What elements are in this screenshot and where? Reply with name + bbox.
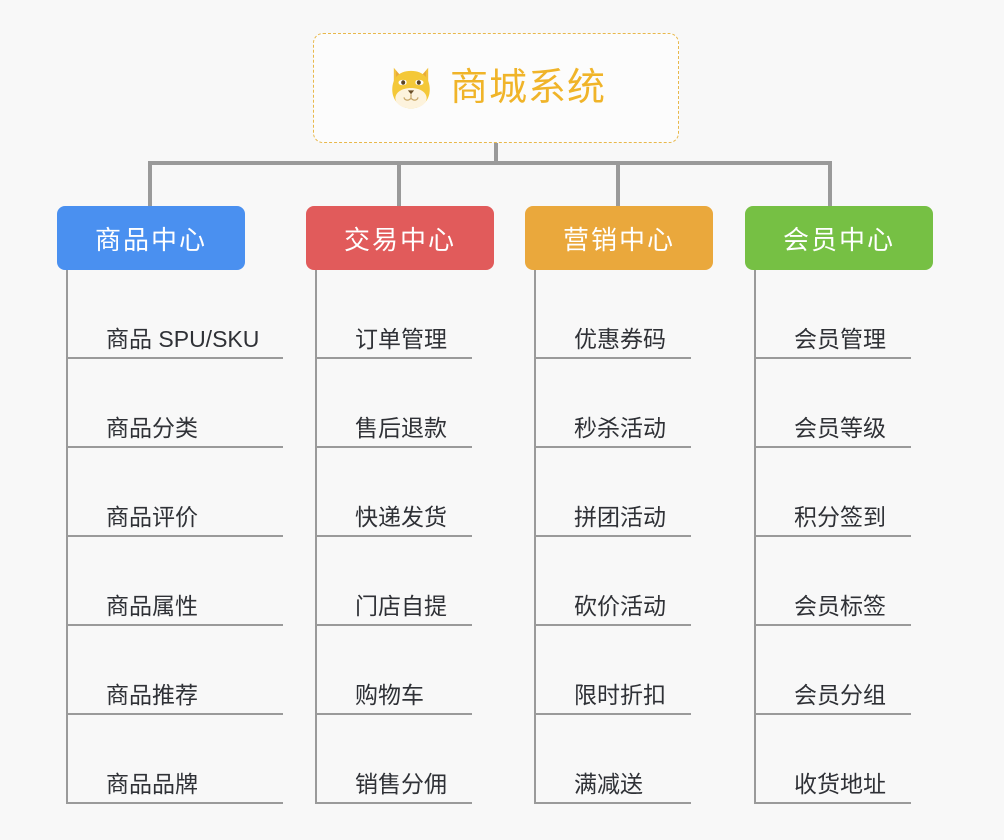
- branch-body-1: 订单管理 售后退款 快递发货 门店自提 购物车 销售分佣: [315, 270, 494, 804]
- leaf-underline: [68, 802, 283, 804]
- leaf-underline: [756, 357, 911, 359]
- leaf-underline: [756, 446, 911, 448]
- leaf-label: 商品评价: [106, 503, 198, 530]
- leaf-item[interactable]: 满减送: [536, 715, 713, 804]
- leaf-item[interactable]: 优惠券码: [536, 270, 713, 359]
- leaf-label: 满减送: [574, 770, 643, 797]
- leaf-item[interactable]: 商品评价: [68, 448, 283, 537]
- branch-header-label: 商品中心: [94, 224, 207, 255]
- leaf-item[interactable]: 限时折扣: [536, 626, 713, 715]
- leaf-label: 砍价活动: [574, 592, 666, 619]
- branch-header-label: 交易中心: [343, 224, 456, 255]
- leaf-item[interactable]: 会员分组: [756, 626, 933, 715]
- connector-drop-3: [828, 161, 832, 206]
- leaf-underline: [756, 535, 911, 537]
- leaf-label: 商品品牌: [106, 770, 198, 797]
- leaf-label: 会员等级: [794, 414, 886, 441]
- leaf-underline: [317, 802, 472, 804]
- branch-header-1[interactable]: 交易中心: [306, 206, 494, 270]
- leaf-item[interactable]: 商品属性: [68, 537, 283, 626]
- connector-drop-2: [616, 161, 620, 206]
- leaf-label: 拼团活动: [574, 503, 666, 530]
- leaf-underline: [68, 535, 283, 537]
- branch-header-label: 会员中心: [782, 224, 895, 255]
- leaf-label: 限时折扣: [574, 681, 666, 708]
- branch-column-1: 交易中心 订单管理 售后退款 快递发货 门店自提 购物车: [306, 206, 494, 804]
- branch-header-3[interactable]: 会员中心: [745, 206, 933, 270]
- leaf-underline: [317, 624, 472, 626]
- leaf-label: 销售分佣: [355, 770, 447, 797]
- leaf-item[interactable]: 快递发货: [317, 448, 494, 537]
- leaf-underline: [68, 357, 283, 359]
- leaf-item[interactable]: 会员标签: [756, 537, 933, 626]
- leaf-underline: [68, 713, 283, 715]
- branch-column-3: 会员中心 会员管理 会员等级 积分签到 会员标签 会员分组: [745, 206, 933, 804]
- leaf-item[interactable]: 订单管理: [317, 270, 494, 359]
- connector-drop-1: [397, 161, 401, 206]
- leaf-item[interactable]: 商品分类: [68, 359, 283, 448]
- branch-header-label: 营销中心: [562, 224, 675, 255]
- leaf-underline: [756, 802, 911, 804]
- root-title: 商城系统: [449, 67, 606, 109]
- leaf-underline: [536, 535, 691, 537]
- leaf-item[interactable]: 售后退款: [317, 359, 494, 448]
- leaf-label: 会员管理: [794, 325, 886, 352]
- branch-column-2: 营销中心 优惠券码 秒杀活动 拼团活动 砍价活动 限时折扣: [525, 206, 713, 804]
- leaf-underline: [317, 535, 472, 537]
- leaf-item[interactable]: 拼团活动: [536, 448, 713, 537]
- leaf-item[interactable]: 商品 SPU/SKU: [68, 270, 283, 359]
- connector-horizontal-bus: [148, 161, 832, 165]
- leaf-label: 积分签到: [794, 503, 886, 530]
- leaf-underline: [536, 802, 691, 804]
- leaf-underline: [68, 624, 283, 626]
- leaf-underline: [317, 357, 472, 359]
- leaf-item[interactable]: 商品品牌: [68, 715, 283, 804]
- leaf-item[interactable]: 会员管理: [756, 270, 933, 359]
- leaf-item[interactable]: 商品推荐: [68, 626, 283, 715]
- leaf-label: 优惠券码: [574, 325, 666, 352]
- leaf-item[interactable]: 购物车: [317, 626, 494, 715]
- leaf-underline: [317, 713, 472, 715]
- leaf-underline: [756, 713, 911, 715]
- leaf-label: 门店自提: [355, 592, 447, 619]
- leaf-label: 订单管理: [355, 325, 447, 352]
- leaf-label: 秒杀活动: [574, 414, 666, 441]
- branch-header-2[interactable]: 营销中心: [525, 206, 713, 270]
- leaf-underline: [317, 446, 472, 448]
- leaf-label: 会员标签: [794, 592, 886, 619]
- leaf-item[interactable]: 门店自提: [317, 537, 494, 626]
- leaf-item[interactable]: 销售分佣: [317, 715, 494, 804]
- leaf-label: 商品推荐: [106, 681, 198, 708]
- leaf-label: 快递发货: [355, 503, 447, 530]
- leaf-item[interactable]: 收货地址: [756, 715, 933, 804]
- leaf-item[interactable]: 积分签到: [756, 448, 933, 537]
- branch-column-0: 商品中心 商品 SPU/SKU 商品分类 商品评价 商品属性 商品推荐: [57, 206, 283, 804]
- leaf-underline: [536, 713, 691, 715]
- leaf-label: 商品属性: [106, 592, 198, 619]
- shiba-dog-face-icon: [392, 67, 430, 109]
- leaf-label: 收货地址: [794, 770, 886, 797]
- leaf-underline: [68, 446, 283, 448]
- branch-header-0[interactable]: 商品中心: [57, 206, 245, 270]
- connector-root-stem: [494, 143, 498, 164]
- leaf-item[interactable]: 砍价活动: [536, 537, 713, 626]
- leaf-label: 商品分类: [106, 414, 198, 441]
- leaf-underline: [536, 624, 691, 626]
- leaf-underline: [536, 446, 691, 448]
- leaf-item[interactable]: 秒杀活动: [536, 359, 713, 448]
- leaf-underline: [536, 357, 691, 359]
- leaf-label: 购物车: [355, 681, 424, 708]
- branch-body-3: 会员管理 会员等级 积分签到 会员标签 会员分组 收货地址: [754, 270, 933, 804]
- connector-drop-0: [148, 161, 152, 206]
- leaf-label: 会员分组: [794, 681, 886, 708]
- leaf-underline: [756, 624, 911, 626]
- leaf-item[interactable]: 会员等级: [756, 359, 933, 448]
- branch-body-0: 商品 SPU/SKU 商品分类 商品评价 商品属性 商品推荐 商品品牌: [66, 270, 283, 804]
- leaf-label: 售后退款: [355, 414, 447, 441]
- leaf-label: 商品 SPU/SKU: [106, 325, 260, 352]
- root-node[interactable]: 商城系统: [313, 33, 679, 143]
- branch-body-2: 优惠券码 秒杀活动 拼团活动 砍价活动 限时折扣 满减送: [534, 270, 713, 804]
